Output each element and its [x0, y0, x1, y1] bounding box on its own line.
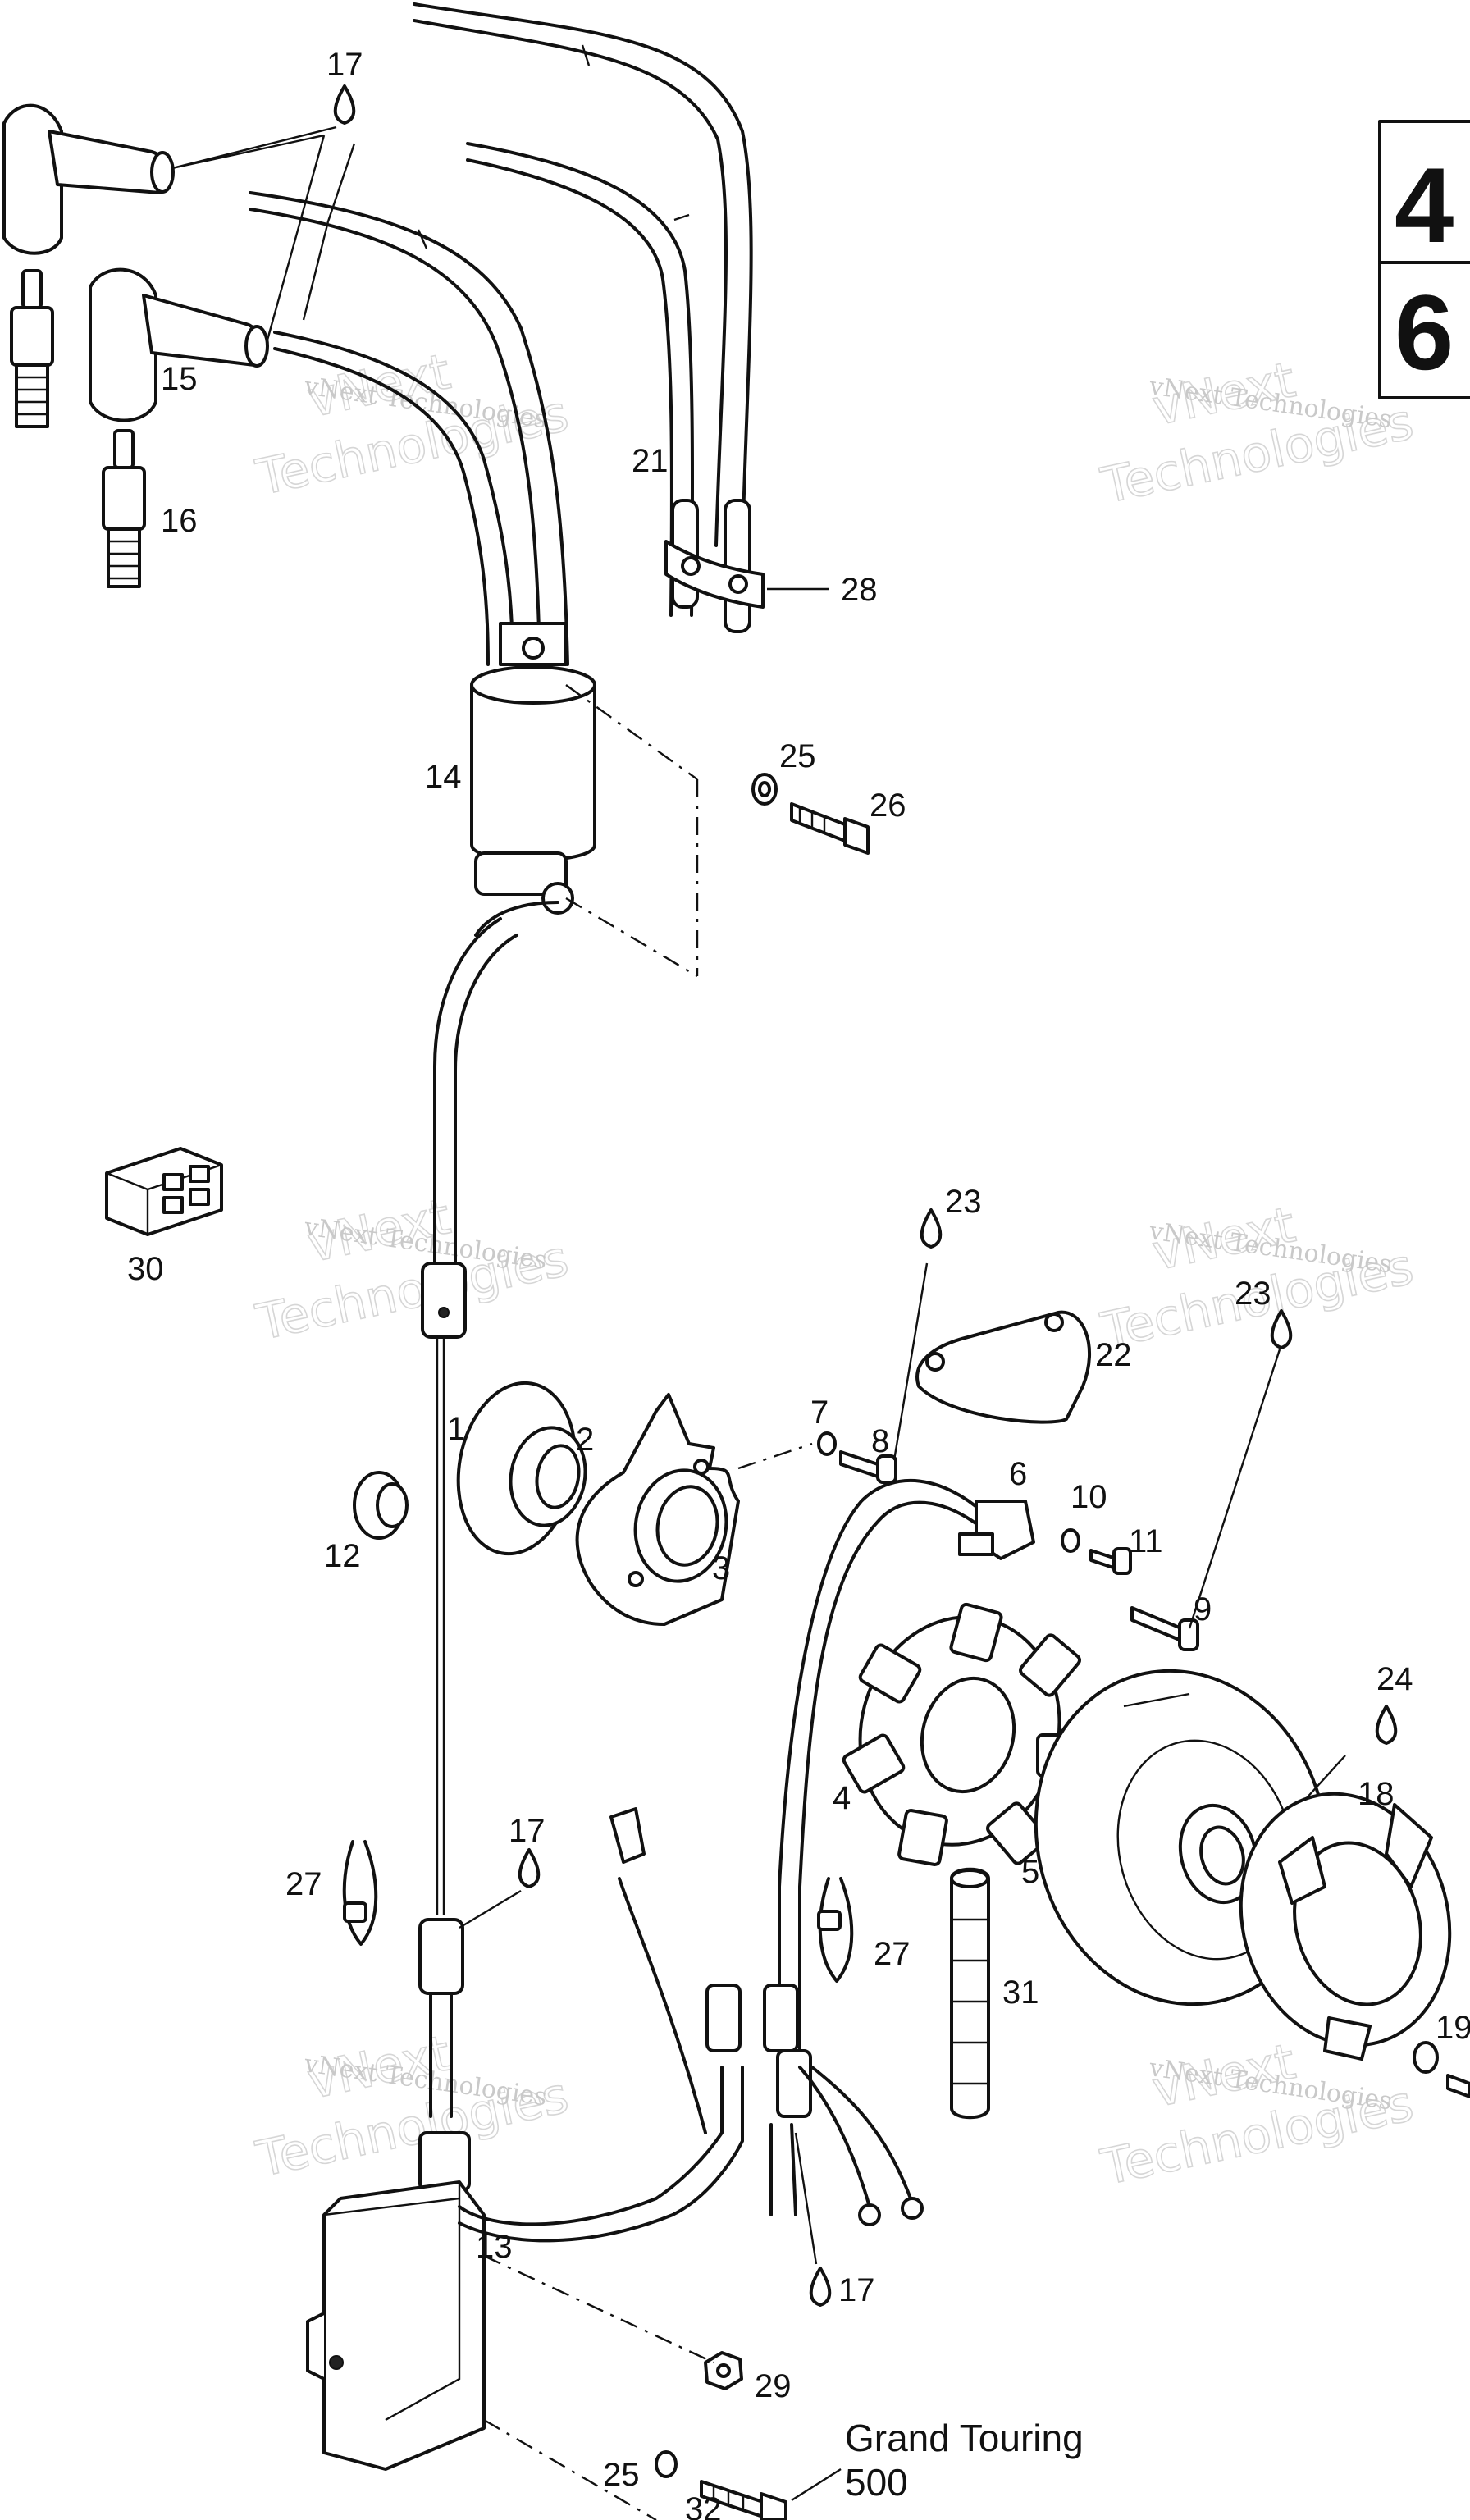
- wire-clamp: [664, 499, 829, 633]
- note-line-2: 500: [845, 2461, 908, 2504]
- lubricant-drop-icon: [333, 84, 356, 125]
- lubricant-drop-icon: [1375, 1705, 1398, 1745]
- spark-plug-upper: [10, 269, 54, 428]
- stator-screw-small: [1089, 1547, 1132, 1575]
- label-22: 22: [1095, 1337, 1132, 1373]
- tie-wrap-right: [817, 1877, 854, 1983]
- label-13: 13: [476, 2229, 513, 2265]
- lubricant-drop-icon: [1270, 1309, 1293, 1349]
- label-5: 5: [1021, 1854, 1039, 1890]
- label-14: 14: [425, 759, 462, 795]
- label-9: 9: [1194, 1591, 1212, 1628]
- stator-washer: [1061, 1528, 1080, 1553]
- protective-sleeve: [950, 1867, 990, 2120]
- label-6: 6: [1009, 1456, 1027, 1492]
- stator-cover: [915, 1310, 1091, 1424]
- label-17: 17: [326, 47, 363, 83]
- spark-plug-lower: [102, 429, 146, 588]
- label-25: 25: [779, 738, 816, 774]
- oil-seal: [509, 1426, 587, 1527]
- ignition-coil: [470, 622, 699, 978]
- label-4: 4: [833, 1780, 851, 1816]
- housing-screw: [839, 1262, 929, 1484]
- label-17-mid: 17: [509, 1813, 546, 1849]
- label-23: 23: [945, 1184, 982, 1220]
- label-3: 3: [712, 1550, 730, 1586]
- label-16: 16: [161, 503, 198, 539]
- connector-block: [105, 1147, 223, 1236]
- starter-washer: [1413, 2041, 1439, 2074]
- label-29: 29: [755, 2368, 792, 2404]
- label-18: 18: [1358, 1776, 1395, 1812]
- page-tab: 4 6: [1378, 120, 1470, 399]
- spark-plug-cap-upper: [2, 103, 325, 255]
- label-32: 32: [685, 2491, 722, 2520]
- model-note: Grand Touring 500: [845, 2417, 1084, 2504]
- label-2: 2: [576, 1422, 594, 1458]
- tie-wrap-left: [342, 1840, 378, 1946]
- nut: [704, 2351, 743, 2390]
- note-line-1: Grand Touring: [845, 2417, 1084, 2459]
- stator-connector: [778, 1478, 1035, 2069]
- housing-washer: [817, 1431, 837, 1456]
- coil-bolt: [790, 802, 870, 855]
- label-17-bottom: 17: [838, 2272, 875, 2308]
- label-12: 12: [324, 1538, 361, 1574]
- page-tab-top: 4: [1395, 145, 1454, 265]
- label-25-bottom: 25: [603, 2457, 640, 2493]
- label-27-left: 27: [285, 1866, 322, 1902]
- label-27-right: 27: [874, 1936, 911, 1972]
- high-tension-wires: [249, 2, 753, 666]
- label-10: 10: [1071, 1479, 1107, 1515]
- lubricant-drop-icon: [518, 1848, 541, 1888]
- trigger-coil-housing: [575, 1393, 813, 1626]
- mounting-washer: [655, 2450, 678, 2478]
- label-28: 28: [841, 572, 878, 608]
- stator: [842, 1602, 1089, 1866]
- label-23-right: 23: [1235, 1276, 1271, 1312]
- spark-plug-cap-lower: [89, 135, 326, 422]
- coil-washer: [751, 773, 778, 806]
- lubricant-drop-icon: [920, 1208, 943, 1249]
- label-24: 24: [1376, 1661, 1413, 1697]
- label-8: 8: [871, 1423, 889, 1459]
- main-harness: [418, 917, 518, 2192]
- label-31: 31: [1002, 1974, 1039, 2011]
- part-labels: 17 15 16 21 28 25 26 14 30 23 23 22 1 2 …: [127, 47, 1470, 2520]
- grommet: [353, 1471, 409, 1540]
- lubricant-drop-icon: [809, 2267, 832, 2307]
- label-11: 11: [1129, 1523, 1163, 1559]
- stator-harness: [458, 1807, 924, 2243]
- page-tab-bottom: 6: [1395, 272, 1454, 392]
- label-1: 1: [447, 1411, 465, 1447]
- label-15: 15: [161, 361, 198, 397]
- label-26: 26: [870, 788, 906, 824]
- cdi-box: [306, 2180, 486, 2471]
- starter-screw: [1446, 2074, 1470, 2098]
- label-21: 21: [632, 443, 669, 479]
- label-19: 19: [1436, 2010, 1470, 2046]
- label-30: 30: [127, 1251, 164, 1287]
- stator-screw: [1130, 1349, 1281, 1651]
- label-7: 7: [810, 1395, 829, 1431]
- mounting-bolt: [700, 2480, 788, 2520]
- starter-cup: [1239, 1755, 1452, 2061]
